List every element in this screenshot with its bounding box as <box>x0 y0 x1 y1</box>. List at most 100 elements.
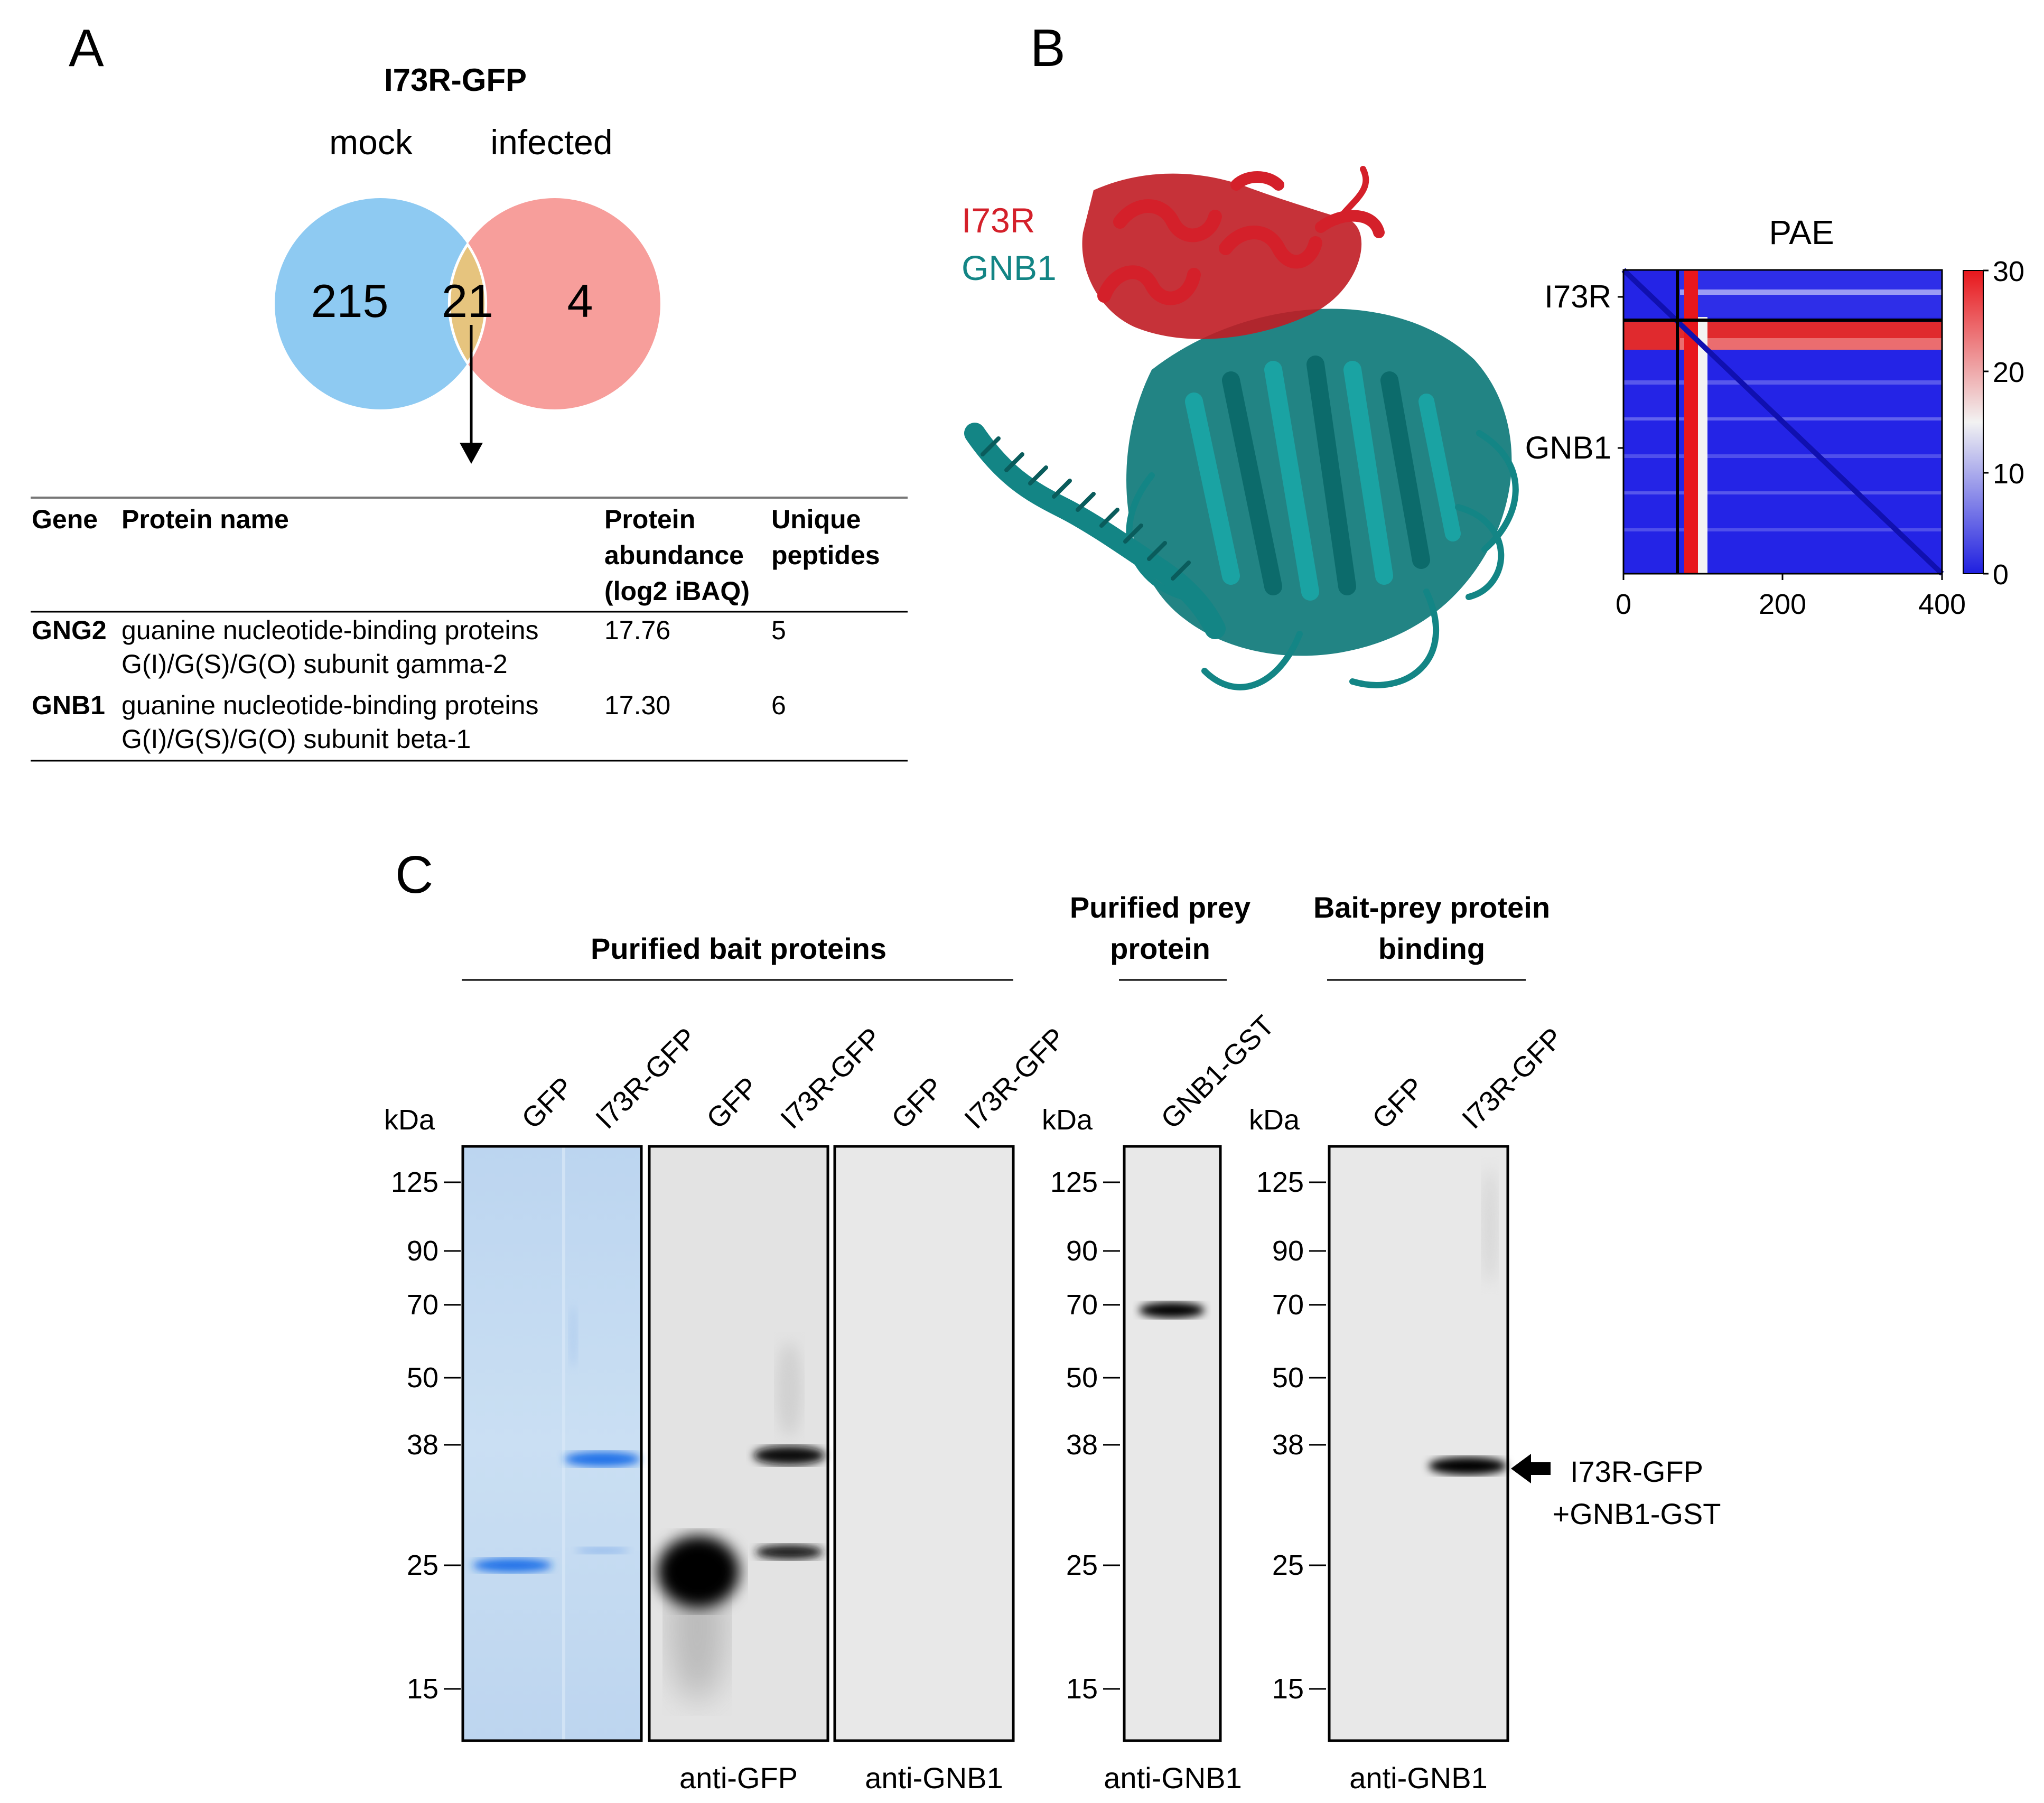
lane-coomassie-gfp: GFP <box>516 1071 580 1135</box>
blot-label-prey: anti-GNB1 <box>1104 1761 1242 1795</box>
lane-coomassie-i73r: I73R-GFP <box>590 1022 703 1135</box>
marker-1-25: 25 <box>407 1549 438 1581</box>
venn-overlap-count: 21 <box>442 275 493 327</box>
table-header-gene: Gene <box>32 505 98 534</box>
marker-ladder-1: 125 90 70 50 38 25 15 <box>391 1166 461 1705</box>
header-binding-1: Bait-prey protein <box>1313 891 1550 924</box>
marker-2-25: 25 <box>1066 1549 1098 1581</box>
venn-arrow-head <box>460 443 483 464</box>
band-arrow-icon <box>1511 1454 1551 1483</box>
pae-title: PAE <box>1769 213 1834 251</box>
colorbar-tick-10: 10 <box>1993 458 2024 490</box>
panel-label-a: A <box>69 18 104 78</box>
pae-ylabel-i73r: I73R <box>1544 279 1611 314</box>
pae-plot: PAE <box>1525 213 2024 620</box>
marker-1-50: 50 <box>407 1362 438 1394</box>
antigfp-band-i73r-38 <box>753 1446 825 1465</box>
arrow-label-1: I73R-GFP <box>1570 1455 1703 1488</box>
table-row-2-abundance: 17.30 <box>604 690 670 720</box>
marker-ladder-2: 125 90 70 50 38 25 15 <box>1050 1166 1120 1705</box>
header-binding-2: binding <box>1378 932 1485 965</box>
antigfp-band-i73r-25 <box>755 1545 823 1559</box>
panel-label-b: B <box>1030 18 1066 78</box>
protein-table: Gene Protein name Protein abundance (log… <box>31 497 908 762</box>
lane-antignb1-gfp: GFP <box>885 1071 949 1135</box>
coomassie-band-gfp <box>473 1558 552 1572</box>
lane-binding-i73r: I73R-GFP <box>1456 1022 1569 1135</box>
binding-band-i73r <box>1429 1457 1507 1475</box>
kda-label-2: kDa <box>1042 1104 1093 1136</box>
marker-1-38: 38 <box>407 1429 438 1461</box>
pae-xtick-0: 0 <box>1616 588 1631 620</box>
pae-colorbar: 30 20 10 0 <box>1963 256 2024 591</box>
table-row-1-abundance: 17.76 <box>604 615 670 645</box>
structure-label-gnb1: GNB1 <box>962 248 1057 287</box>
marker-2-90: 90 <box>1066 1235 1098 1267</box>
kda-label-3: kDa <box>1249 1104 1300 1136</box>
antigfp-band-gfp <box>657 1536 740 1608</box>
panel-label-c: C <box>395 845 433 904</box>
table-row-2-protein-1: guanine nucleotide-binding proteins <box>122 690 538 720</box>
colorbar-tick-20: 20 <box>1993 357 2024 388</box>
lane-binding-gfp: GFP <box>1366 1071 1430 1135</box>
marker-2-70: 70 <box>1066 1289 1098 1321</box>
table-row-2-protein-2: G(I)/G(S)/G(O) subunit beta-1 <box>122 724 471 754</box>
marker-3-125: 125 <box>1256 1166 1304 1198</box>
pae-xtick-400: 400 <box>1918 588 1966 620</box>
venn-right-circle <box>449 198 660 409</box>
blot-anti-gnb1-bait: anti-GNB1 <box>833 1145 1015 1795</box>
blot-prey: anti-GNB1 <box>1104 1145 1242 1795</box>
lane-antigfp-gfp: GFP <box>701 1071 764 1135</box>
table-row-1-gene: GNG2 <box>32 615 107 645</box>
header-prey-2: protein <box>1110 932 1210 965</box>
coomassie-gel <box>461 1145 643 1742</box>
marker-3-70: 70 <box>1272 1289 1304 1321</box>
header-prey-1: Purified prey <box>1070 891 1250 924</box>
table-header-abundance-2: abundance <box>604 540 744 570</box>
pae-red-strip <box>1684 270 1698 574</box>
table-row-2-peptides: 6 <box>771 690 786 720</box>
prey-band-gnb1-gst <box>1139 1302 1205 1318</box>
marker-1-90: 90 <box>407 1235 438 1267</box>
table-row-1-protein-2: G(I)/G(S)/G(O) subunit gamma-2 <box>122 649 508 679</box>
panel-b: I73R GNB1 <box>962 166 2024 690</box>
coomassie-band-i73r <box>564 1452 640 1466</box>
venn-diagram: 215 21 4 <box>275 198 660 464</box>
marker-3-90: 90 <box>1272 1235 1304 1267</box>
table-row-1-protein-1: guanine nucleotide-binding proteins <box>122 615 538 645</box>
gnb1-chain <box>964 309 1519 690</box>
arrow-label-2: +GNB1-GST <box>1553 1497 1721 1530</box>
marker-3-38: 38 <box>1272 1429 1304 1461</box>
table-header-peptides-1: Unique <box>771 505 861 534</box>
header-bait: Purified bait proteins <box>591 932 886 965</box>
blot-label-anti-gnb1-bait: anti-GNB1 <box>865 1761 1003 1795</box>
table-row-1-peptides: 5 <box>771 615 786 645</box>
venn-right-count: 4 <box>567 275 593 327</box>
marker-ladder-3: 125 90 70 50 38 25 15 <box>1256 1166 1326 1705</box>
pae-xtick-200: 200 <box>1759 588 1806 620</box>
venn-overlap <box>447 242 488 366</box>
table-header-abundance-1: Protein <box>604 505 695 534</box>
marker-2-50: 50 <box>1066 1362 1098 1394</box>
protein-structure-render <box>964 166 1519 690</box>
marker-2-15: 15 <box>1066 1673 1098 1705</box>
venn-right-label: infected <box>490 123 612 162</box>
blot-label-anti-gfp: anti-GFP <box>679 1761 798 1795</box>
venn-left-count: 215 <box>311 275 389 327</box>
blot-anti-gfp: anti-GFP <box>648 1145 829 1795</box>
panel-c: Purified bait proteins Purified prey pro… <box>384 891 1721 1795</box>
marker-3-15: 15 <box>1272 1673 1304 1705</box>
colorbar-tick-30: 30 <box>1993 256 2024 287</box>
panel-a: I73R-GFP mock infected 215 21 4 Gene Pro… <box>31 62 908 762</box>
i73r-chain <box>1082 166 1385 339</box>
kda-label-1: kDa <box>384 1104 435 1136</box>
table-header-peptides-2: peptides <box>771 540 880 570</box>
colorbar-tick-0: 0 <box>1993 559 2009 591</box>
lane-antigfp-i73r: I73R-GFP <box>774 1022 888 1135</box>
pae-heatmap <box>1621 268 1944 576</box>
venn-left-label: mock <box>329 123 413 162</box>
marker-3-25: 25 <box>1272 1549 1304 1581</box>
venn-left-circle <box>275 198 486 409</box>
blot-binding: anti-GNB1 <box>1328 1145 1509 1795</box>
marker-1-15: 15 <box>407 1673 438 1705</box>
